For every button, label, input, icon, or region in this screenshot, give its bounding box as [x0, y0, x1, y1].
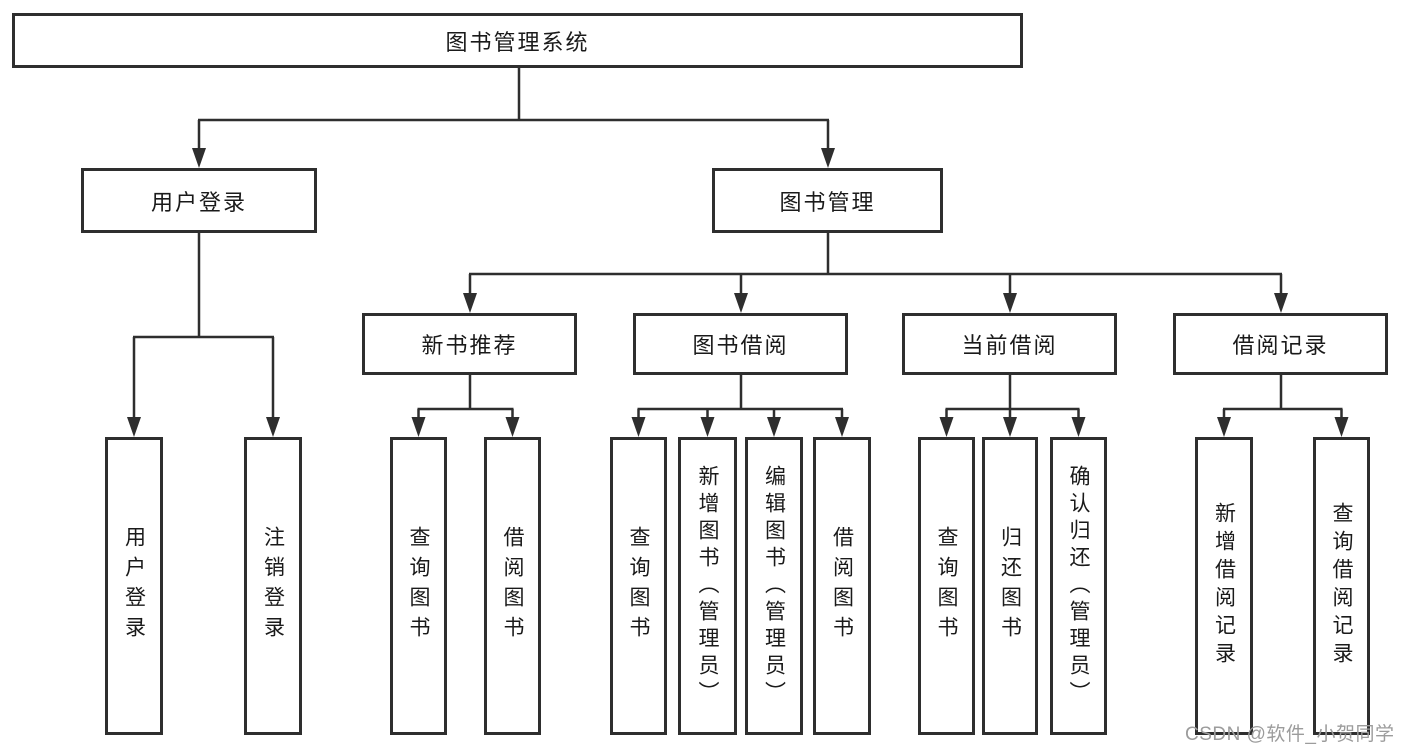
node-book-management-branch: 图书管理 — [712, 168, 943, 233]
leaf-user-login: 用户登录 — [105, 437, 163, 735]
node-user-login-branch: 用户登录 — [81, 168, 317, 233]
node-borrowing-records: 借阅记录 — [1173, 313, 1388, 375]
node-label: 图书管理系统 — [445, 29, 590, 55]
leaf-query-books-current: 查询图书 — [918, 437, 975, 735]
leaf-edit-books-admin: 编辑图书（管理员） — [745, 437, 803, 735]
node-book-borrowing: 图书借阅 — [633, 313, 848, 375]
node-label: 图书借阅 — [692, 333, 789, 358]
leaf-borrow-books: 借阅图书 — [813, 437, 871, 735]
csdn-watermark: CSDN @软件_小贺同学 — [1185, 724, 1395, 745]
node-library-management-system: 图书管理系统 — [12, 13, 1023, 68]
leaf-query-books-recommend: 查询图书 — [390, 437, 447, 735]
leaf-confirm-return-admin: 确认归还（管理员） — [1050, 437, 1107, 735]
node-label: 图书管理 — [779, 189, 876, 215]
leaf-borrow-books-recommend: 借阅图书 — [484, 437, 541, 735]
node-label: 用户登录 — [150, 189, 247, 215]
node-label: 当前借阅 — [961, 333, 1058, 358]
leaf-query-books-borrowing: 查询图书 — [610, 437, 667, 735]
leaf-query-borrow-record: 查询借阅记录 — [1313, 437, 1370, 735]
node-label: 借阅记录 — [1232, 333, 1329, 358]
node-new-book-recommendation: 新书推荐 — [362, 313, 577, 375]
leaf-add-borrow-record: 新增借阅记录 — [1195, 437, 1253, 735]
leaf-logout: 注销登录 — [244, 437, 302, 735]
node-label: 新书推荐 — [421, 333, 518, 358]
leaf-add-books-admin: 新增图书（管理员） — [678, 437, 737, 735]
leaf-return-books: 归还图书 — [982, 437, 1038, 735]
node-current-borrowing: 当前借阅 — [902, 313, 1117, 375]
